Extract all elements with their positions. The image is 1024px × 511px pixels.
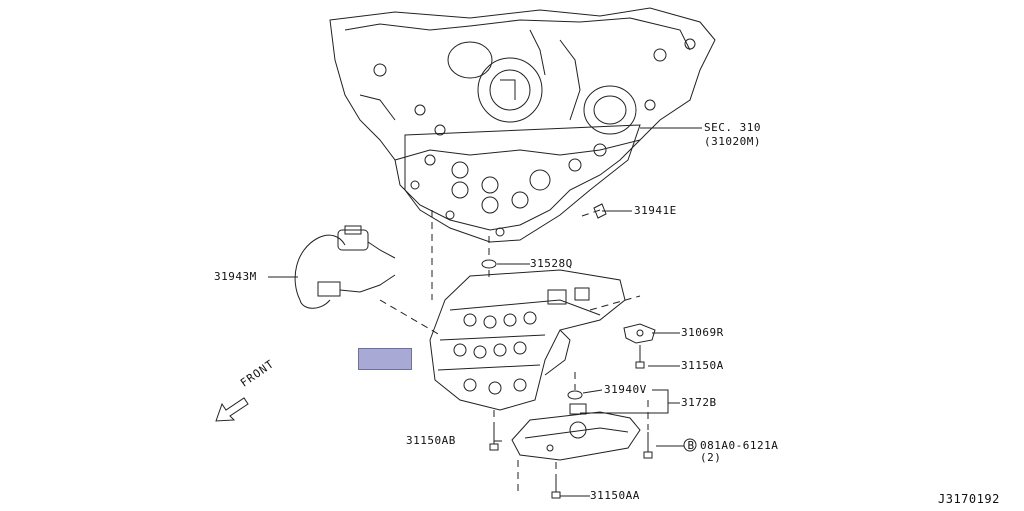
label-31069r[interactable]: 31069R bbox=[681, 326, 724, 339]
bolt-31150aa bbox=[551, 478, 561, 499]
oring-31940v bbox=[567, 390, 583, 400]
label-31941e[interactable]: 31941E bbox=[634, 204, 677, 217]
diagram-reference: J3170192 bbox=[938, 492, 1000, 506]
label-081a0[interactable]: 081A0-6121A bbox=[700, 439, 779, 452]
part-31069r bbox=[623, 323, 656, 344]
front-arrow-icon bbox=[215, 397, 249, 422]
oring-31528q bbox=[481, 259, 497, 269]
harness-31943m bbox=[294, 225, 396, 309]
label-31528q[interactable]: 31528Q bbox=[530, 257, 573, 270]
label-3172b[interactable]: 3172B bbox=[681, 396, 717, 409]
control-valve-body bbox=[429, 269, 626, 411]
label-sec310[interactable]: SEC. 310 bbox=[704, 121, 761, 134]
bolt-31150a bbox=[635, 352, 645, 369]
bolt-symbol: B bbox=[687, 439, 695, 452]
leader-lines bbox=[268, 127, 702, 497]
transmission-case bbox=[329, 7, 716, 243]
label-31150aa[interactable]: 31150AA bbox=[590, 489, 640, 502]
circled-b-icon bbox=[683, 438, 697, 452]
label-31940v[interactable]: 31940V bbox=[604, 383, 647, 396]
bolt-31150ab bbox=[489, 426, 499, 451]
assembly-lines bbox=[379, 209, 649, 496]
label-sec310-code[interactable]: (31020M) bbox=[704, 135, 761, 148]
label-081a0-qty: (2) bbox=[700, 451, 722, 464]
highlighted-part[interactable] bbox=[358, 348, 412, 370]
label-31150ab[interactable]: 31150AB bbox=[406, 434, 456, 447]
bolt-081a0 bbox=[643, 432, 653, 459]
strainer-3172b bbox=[511, 403, 641, 461]
label-31150a[interactable]: 31150A bbox=[681, 359, 724, 372]
label-31943m[interactable]: 31943M bbox=[214, 270, 257, 283]
